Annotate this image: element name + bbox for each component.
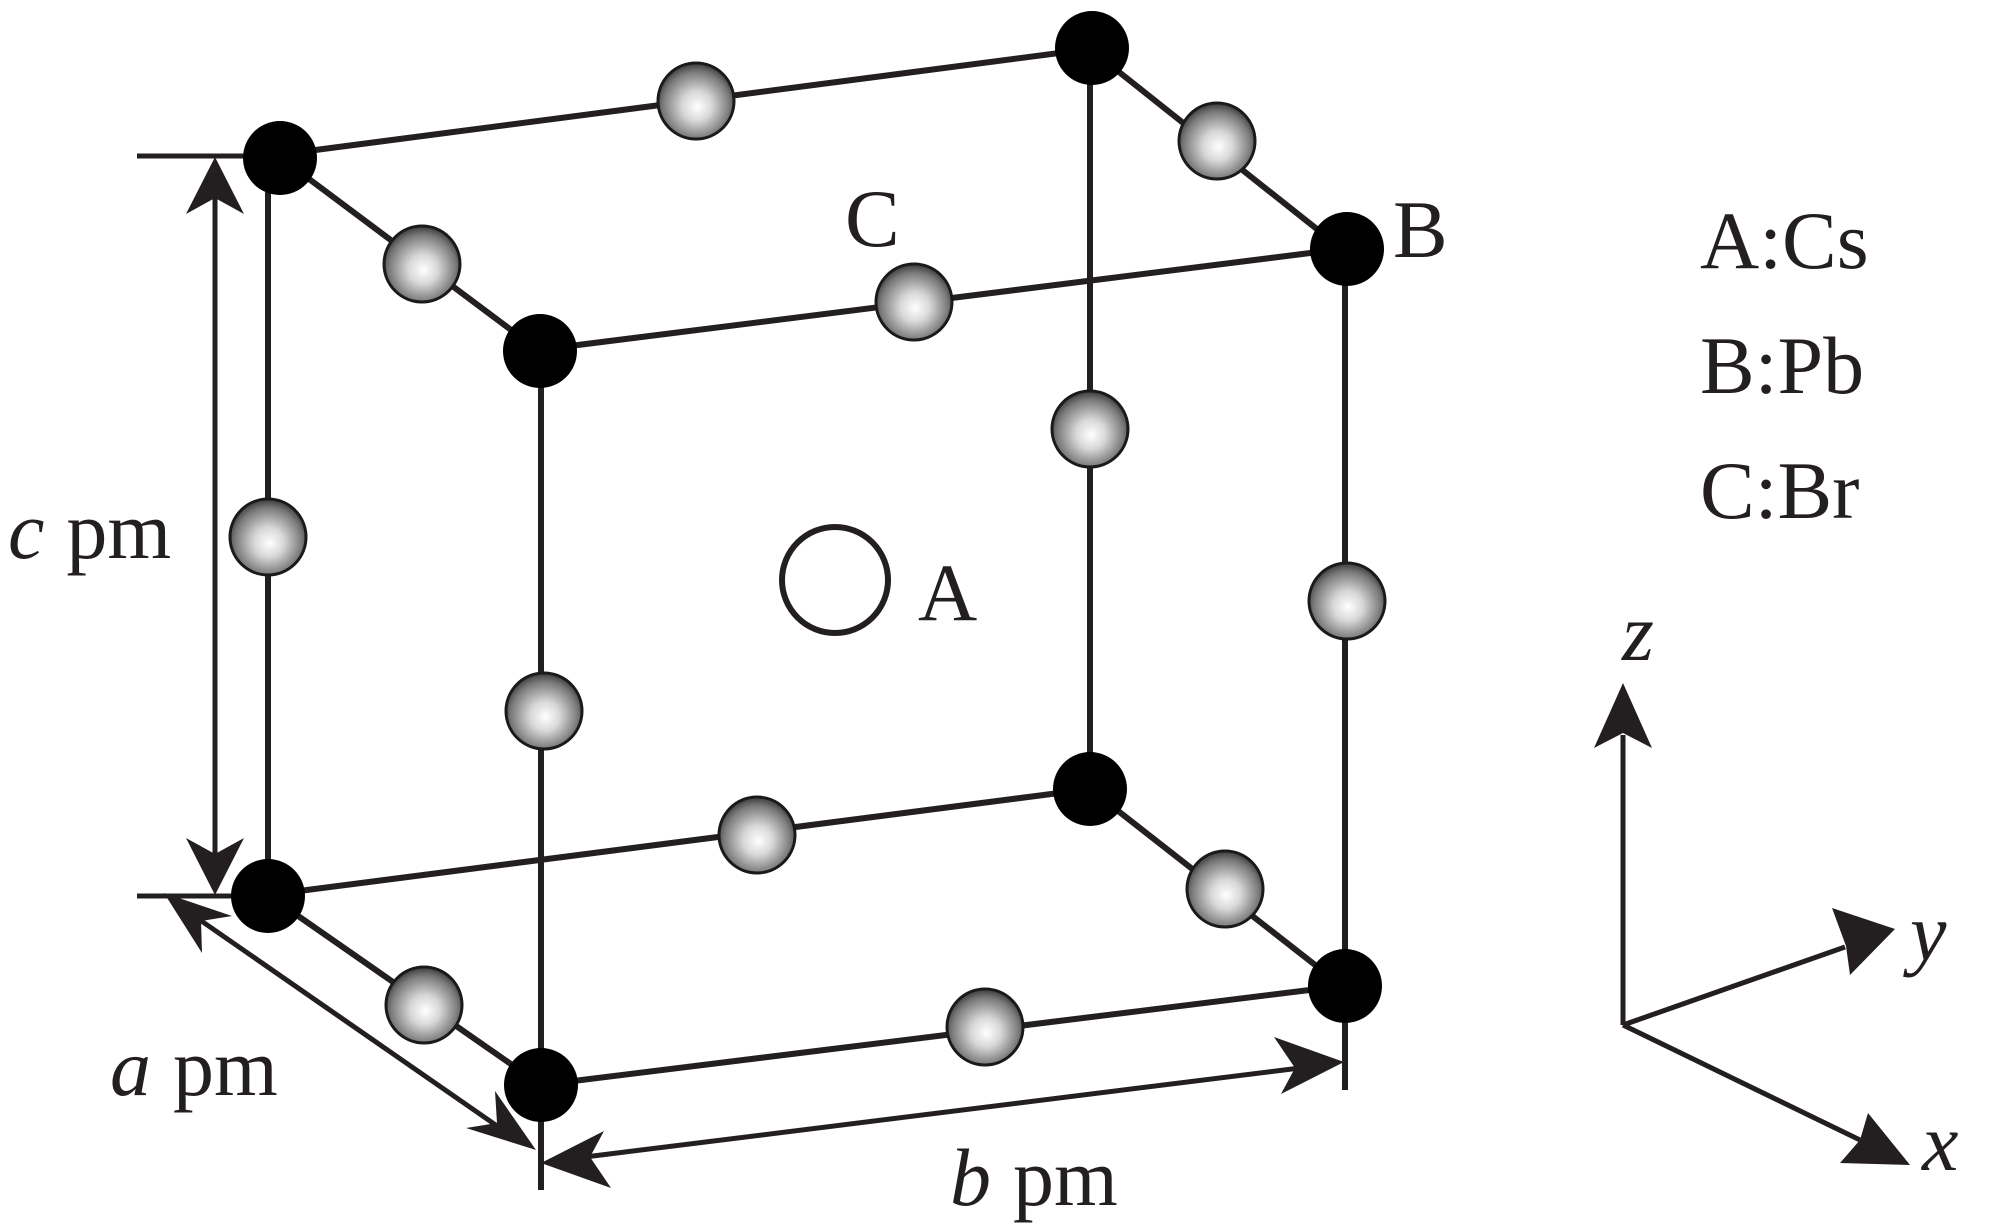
br-atom bbox=[656, 61, 736, 141]
axis-label-y: y bbox=[1903, 887, 1947, 978]
b-arrow-start bbox=[541, 1131, 611, 1188]
br-atom bbox=[1185, 849, 1265, 929]
y-axis-line bbox=[1622, 944, 1846, 1028]
y-axis-arrow bbox=[1832, 908, 1895, 975]
coordinate-axes bbox=[1594, 683, 1910, 1165]
pb-atom bbox=[1053, 752, 1127, 826]
br-atom bbox=[504, 671, 584, 751]
br-atom bbox=[382, 224, 462, 304]
legend-entry-a: A:Cs bbox=[1700, 195, 1869, 286]
br-atom bbox=[1307, 561, 1387, 641]
cs-atom bbox=[779, 524, 891, 636]
br-atoms bbox=[228, 61, 1387, 1067]
site-label-b: B bbox=[1393, 184, 1448, 275]
legend-entry-c: C:Br bbox=[1700, 445, 1859, 536]
z-axis-arrow bbox=[1594, 683, 1652, 748]
a-arrow-end bbox=[466, 1091, 536, 1150]
b-dimension-line bbox=[584, 1065, 1301, 1160]
pb-atom bbox=[1310, 212, 1384, 286]
edge-bottom-back bbox=[267, 786, 1091, 898]
a-arrow-start bbox=[164, 893, 232, 953]
pb-atom bbox=[504, 1048, 578, 1122]
c-arrow-down bbox=[186, 838, 244, 895]
c-arrow-up bbox=[186, 157, 244, 214]
a-dimension-line bbox=[198, 917, 502, 1131]
b-arrow-end bbox=[1274, 1037, 1344, 1094]
axis-label-z: z bbox=[1621, 587, 1654, 678]
axis-label-x: x bbox=[1921, 1097, 1958, 1188]
pb-atoms bbox=[231, 11, 1384, 1122]
edge-bottom-front bbox=[540, 983, 1343, 1088]
br-atom bbox=[717, 795, 797, 875]
br-atom bbox=[874, 262, 954, 342]
br-atom bbox=[384, 965, 464, 1045]
pb-atom bbox=[1308, 949, 1382, 1023]
legend: A:Cs B:Pb C:Br bbox=[1700, 195, 1869, 536]
x-axis-arrow bbox=[1840, 1113, 1910, 1165]
site-label-a: A bbox=[918, 547, 977, 638]
br-atom bbox=[228, 497, 308, 577]
pb-atom bbox=[243, 121, 317, 195]
legend-entry-b: B:Pb bbox=[1700, 320, 1864, 411]
pb-atom bbox=[1055, 11, 1129, 85]
x-axis-line bbox=[1621, 1022, 1862, 1143]
br-atom bbox=[1177, 101, 1257, 181]
pb-atom bbox=[503, 314, 577, 388]
site-label-c: C bbox=[845, 173, 900, 264]
dimension-lines bbox=[137, 153, 1344, 1188]
br-atom bbox=[1050, 389, 1130, 469]
pb-atom bbox=[231, 859, 305, 933]
br-atom bbox=[945, 987, 1025, 1067]
